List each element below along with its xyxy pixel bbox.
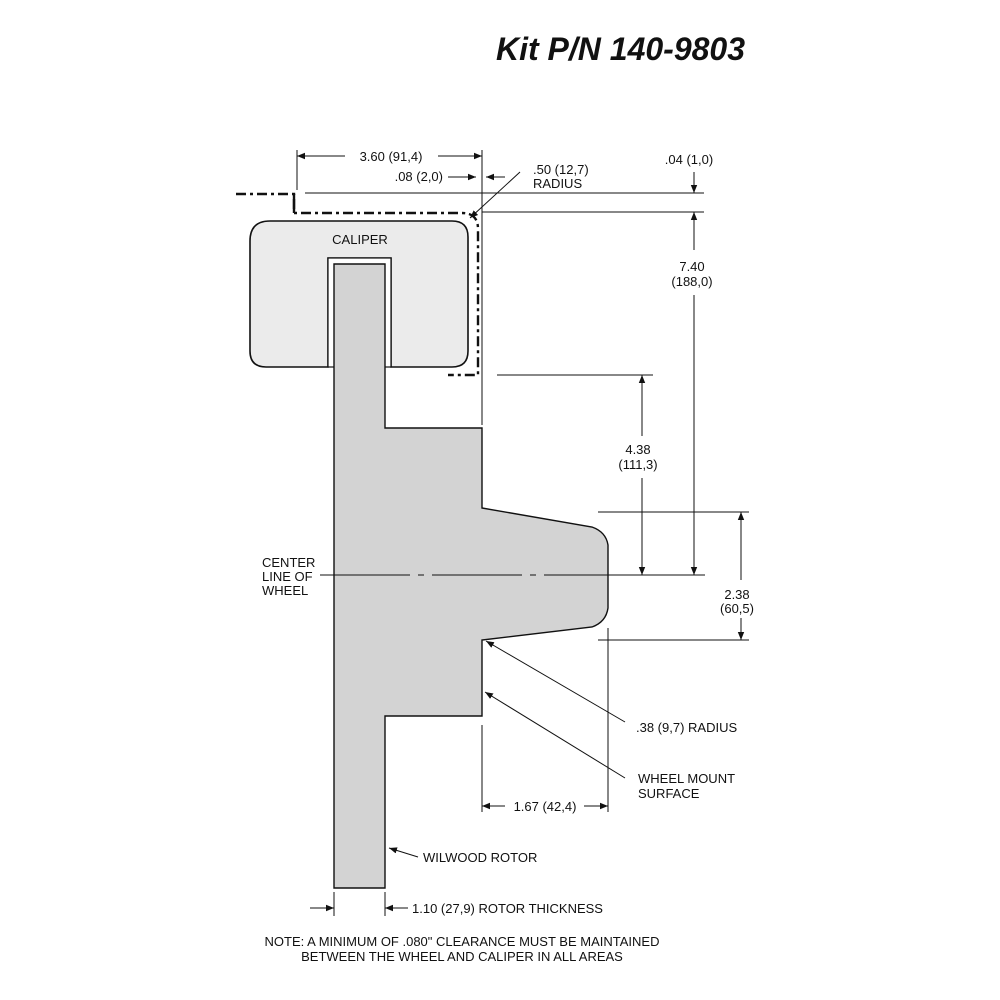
wilwood-rotor-label: WILWOOD ROTOR	[423, 850, 537, 865]
dim-008-label: .08 (2,0)	[395, 169, 443, 184]
radius-050-label-2: RADIUS	[533, 176, 582, 191]
radius-038-leader	[485, 640, 626, 723]
wilwood-rotor-leader	[388, 847, 419, 858]
dim-238-label-1: 2.38	[724, 587, 749, 602]
dim-167-label: 1.67 (42,4)	[514, 799, 577, 814]
dim-438-label-1: 4.38	[625, 442, 650, 457]
dim-740-label-2: (188,0)	[671, 274, 712, 289]
center-line-label-3: WHEEL	[262, 583, 308, 598]
dim-238-label-2: (60,5)	[720, 601, 754, 616]
dim-438-label-2: (111,3)	[618, 457, 657, 472]
dim-004-label: .04 (1,0)	[665, 152, 713, 167]
clearance-note-line-1: NOTE: A MINIMUM OF .080" CLEARANCE MUST …	[265, 934, 660, 949]
wheel-mount-label-1: WHEEL MOUNT	[638, 771, 735, 786]
radius-050-leader	[469, 171, 521, 219]
clearance-note-line-2: BETWEEN THE WHEEL AND CALIPER IN ALL ARE…	[301, 949, 623, 964]
wilwood-rotor-profile	[333, 263, 609, 889]
dim-360-label: 3.60 (91,4)	[360, 149, 423, 164]
center-line-label-2: LINE OF	[262, 569, 313, 584]
dim-110-label: 1.10 (27,9) ROTOR THICKNESS	[412, 901, 603, 916]
radius-038-label: .38 (9,7) RADIUS	[636, 720, 737, 735]
caliper-label: CALIPER	[332, 232, 388, 247]
center-line-label-1: CENTER	[262, 555, 315, 570]
wheel-mount-label-2: SURFACE	[638, 786, 700, 801]
kit-part-number-title: Kit P/N 140-9803	[496, 31, 745, 67]
wheel-mount-leader	[484, 691, 626, 779]
radius-050-label-1: .50 (12,7)	[533, 162, 589, 177]
dim-740-label-1: 7.40	[679, 259, 704, 274]
